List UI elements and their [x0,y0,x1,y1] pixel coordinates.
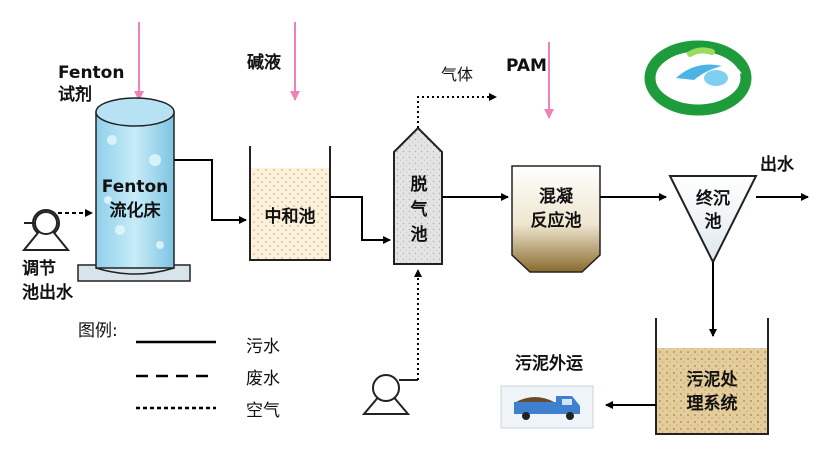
degassing-tank: 脱 气 池 [393,126,443,265]
legend-item-wastewater: 废水 [246,369,280,389]
neutralization-tank: 中和池 [249,146,331,261]
fenton-bed-label-1: Fenton [102,177,168,197]
legend-item-air: 空气 [246,401,280,421]
sludge-label-2: 理系统 [687,393,738,414]
fenton-reagent-label-2: 试剂 [58,84,92,105]
truck-icon [500,385,594,429]
pam-label: PAM [506,56,547,76]
neutral-to-degas-pipe [330,196,391,244]
fenton-reagent-label-1: Fenton [58,63,124,83]
sludge-label-1: 污泥处 [687,369,739,390]
settler-label-2: 池 [705,211,722,232]
coag-label-1: 混凝 [539,187,574,207]
fenton-to-neutral-pipe [174,159,247,224]
final-settler: 终沉 池 [668,175,758,265]
company-logo [644,40,752,116]
sludge-out-label: 污泥外运 [515,353,583,374]
alkali-label: 碱液 [247,52,281,73]
fenton-fluidized-bed: Fenton 流化床 [77,97,191,282]
legend-item-sewage: 污水 [246,337,280,357]
inlet-label-1: 调节 [22,258,56,279]
coag-label-2: 反应池 [531,210,582,231]
coagulation-tank: 混凝 反应池 [511,165,601,273]
sludge-treatment-system: 污泥处 理系统 [655,318,769,435]
gas-label: 气体 [441,65,473,84]
feed-pump-icon [21,209,71,251]
neutralization-label: 中和池 [265,206,316,227]
legend-title: 图例: [78,321,118,341]
effluent-label: 出水 [760,154,795,175]
legend: 图例: 污水 废水 空气 [78,321,280,421]
air-blower-icon [361,374,418,415]
fenton-bed-label-2: 流化床 [110,200,162,221]
degas-label-3: 池 [411,224,428,245]
degas-label-1: 脱 [411,174,428,195]
settler-label-1: 终沉 [696,188,730,209]
gas-offtake-line [417,93,497,128]
degas-label-2: 气 [410,199,428,220]
inlet-label-2: 池出水 [22,282,74,303]
